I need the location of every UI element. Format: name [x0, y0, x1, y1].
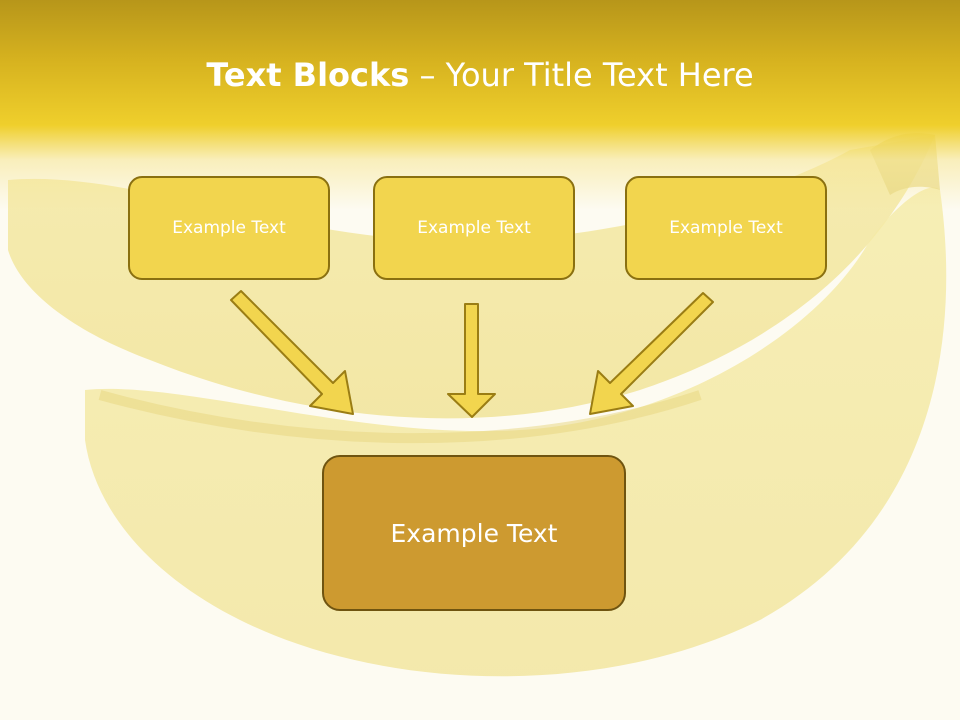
main-text-block[interactable]: Example Text [322, 455, 626, 611]
text-block-1-label: Example Text [172, 218, 286, 238]
text-block-2[interactable]: Example Text [373, 176, 575, 280]
text-block-3-label: Example Text [669, 218, 783, 238]
text-block-3[interactable]: Example Text [625, 176, 827, 280]
title-separator: – [409, 56, 446, 94]
title-regular-part: Your Title Text Here [445, 56, 754, 94]
header-band [0, 0, 960, 210]
main-text-block-label: Example Text [390, 518, 558, 548]
slide-title: Text Blocks – Your Title Text Here [0, 50, 960, 100]
title-bold-part: Text Blocks [206, 56, 410, 94]
text-block-1[interactable]: Example Text [128, 176, 330, 280]
text-block-2-label: Example Text [417, 218, 531, 238]
